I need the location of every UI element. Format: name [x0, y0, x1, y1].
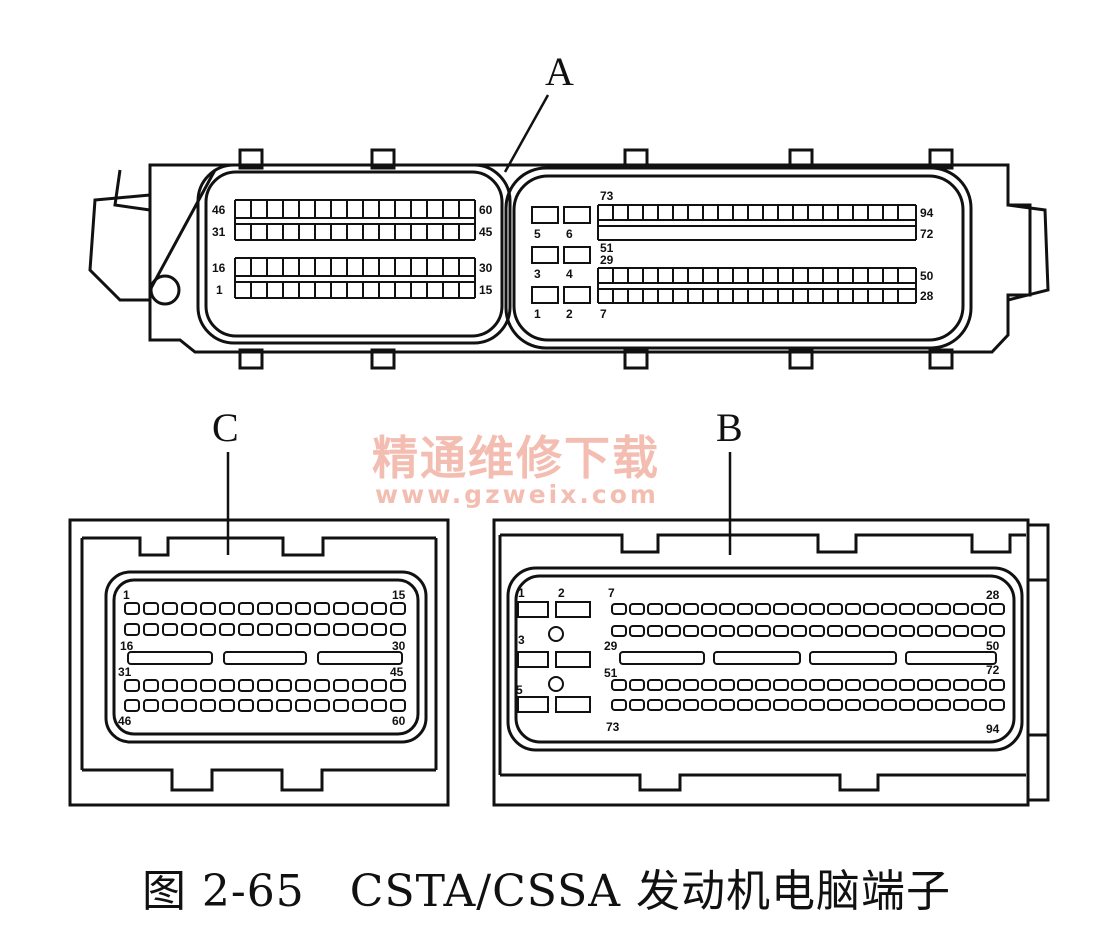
a-right-row4-start: 7 [600, 307, 607, 321]
c-row3-end: 45 [390, 665, 404, 679]
a-left-row4-start: 1 [216, 283, 223, 297]
a-right-row3-start: 29 [600, 253, 614, 267]
connector-b-body [492, 518, 1050, 807]
a-small-4: 4 [566, 267, 573, 281]
callout-c: C [212, 405, 239, 450]
connector-c-body [68, 518, 450, 807]
callout-a: A [545, 49, 574, 94]
a-left-row3-start: 16 [212, 261, 226, 275]
a-small-3: 3 [534, 267, 541, 281]
c-row1-start: 1 [123, 588, 130, 602]
c-row4-end: 60 [392, 714, 406, 728]
a-left-pins [234, 199, 476, 299]
b-row3-end: 72 [986, 663, 1000, 677]
callout-b: B [716, 405, 743, 450]
a-small-2: 2 [566, 307, 573, 321]
a-left-row1-start: 46 [212, 203, 226, 217]
b-row1-end: 28 [986, 588, 1000, 602]
b-row1-start: 7 [608, 586, 615, 600]
a-left-row3-end: 30 [479, 261, 493, 275]
b-row2-end: 50 [986, 639, 1000, 653]
a-right-row1-end: 94 [920, 206, 934, 220]
c-row1-end: 15 [392, 588, 406, 602]
a-right-row4-end: 28 [920, 289, 934, 303]
b-row4-end: 94 [986, 722, 1000, 736]
connector-b-pin-numbers: 1 2 3 5 7 28 29 50 51 72 73 94 [516, 586, 1000, 736]
connector-c-pins [124, 602, 406, 712]
a-small-1: 1 [534, 307, 541, 321]
a-small-5: 5 [534, 227, 541, 241]
leader-line-a [503, 94, 550, 173]
a-right-pins [531, 204, 917, 304]
figure-caption: 图 2-65 CSTA/CSSA 发动机电脑端子 [141, 866, 952, 917]
a-right-row1-start: 73 [600, 189, 614, 203]
a-left-row1-end: 60 [479, 203, 493, 217]
c-row4-start: 46 [118, 714, 132, 728]
a-pin-numbers: 46 60 31 45 16 30 1 15 73 94 51 72 29 50… [212, 189, 934, 321]
watermark-url: www.gzweix.com [375, 480, 659, 509]
b-small-2: 2 [558, 586, 565, 600]
ecu-housing-a [88, 148, 1050, 370]
c-row2-end: 30 [392, 639, 406, 653]
b-row2-start: 29 [604, 639, 618, 653]
a-left-row2-end: 45 [479, 225, 493, 239]
c-row3-start: 31 [118, 665, 132, 679]
c-row2-start: 16 [120, 639, 134, 653]
b-row3-start: 51 [604, 666, 618, 680]
b-small-5: 5 [516, 683, 523, 697]
a-left-row2-start: 31 [212, 225, 226, 239]
connector-c-pin-numbers: 1 15 16 30 31 45 46 60 [118, 588, 406, 728]
a-right-row2-end: 72 [920, 227, 934, 241]
a-left-row4-end: 15 [479, 283, 493, 297]
a-right-row2-start: 51 [600, 241, 614, 255]
watermark-text: 精通维修下载 [372, 431, 660, 485]
b-small-1: 1 [518, 586, 525, 600]
a-right-row3-end: 50 [920, 269, 934, 283]
connector-diagram: 46 60 31 45 16 30 1 15 73 94 51 72 29 50… [68, 94, 1050, 807]
connector-b-pins [517, 601, 1005, 713]
a-small-6: 6 [566, 227, 573, 241]
b-small-3: 3 [518, 633, 525, 647]
b-row4-start: 73 [606, 720, 620, 734]
